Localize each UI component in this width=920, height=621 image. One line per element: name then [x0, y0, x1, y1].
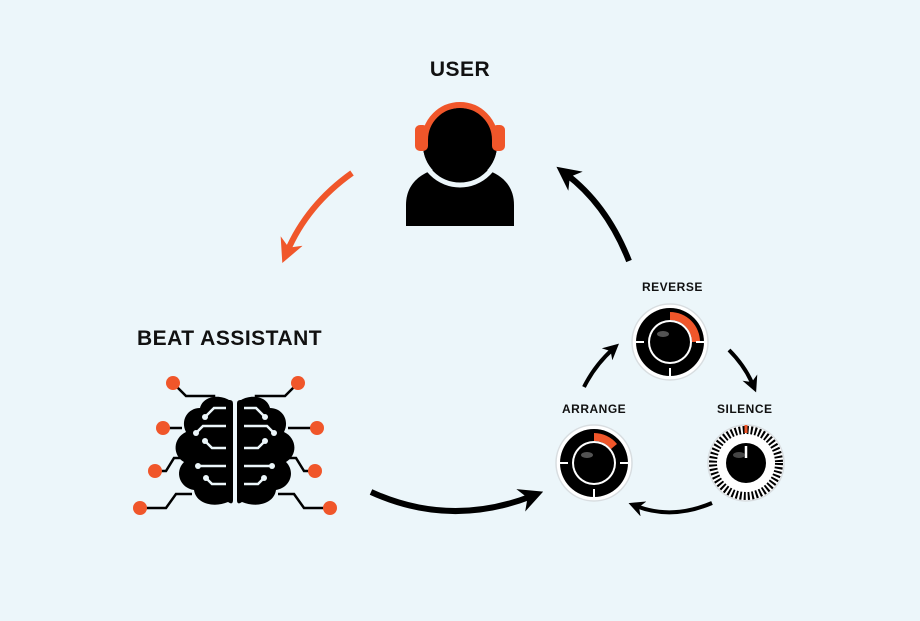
beat-assistant-label: BEAT ASSISTANT	[137, 327, 323, 350]
headphones-icon	[415, 102, 505, 151]
reverse-label: REVERSE	[642, 280, 703, 294]
user-icon	[406, 102, 514, 226]
brain-circuit-icon	[133, 376, 337, 515]
silence-knob-icon	[707, 424, 785, 502]
arrow-user-to-beat-assistant	[280, 170, 354, 264]
arrow-reverse-to-silence	[727, 348, 758, 393]
arrange-knob-icon	[555, 424, 633, 502]
arrow-beat-assistant-to-knobs	[369, 489, 544, 514]
arrow-knobs-to-user	[556, 166, 632, 263]
arrow-silence-to-arrange	[628, 501, 713, 517]
user-label: USER	[429, 58, 491, 81]
silence-label: SILENCE	[717, 402, 773, 416]
arrange-label: ARRANGE	[562, 402, 627, 416]
reverse-knob-icon	[631, 303, 709, 381]
arrow-arrange-to-reverse	[582, 343, 619, 388]
